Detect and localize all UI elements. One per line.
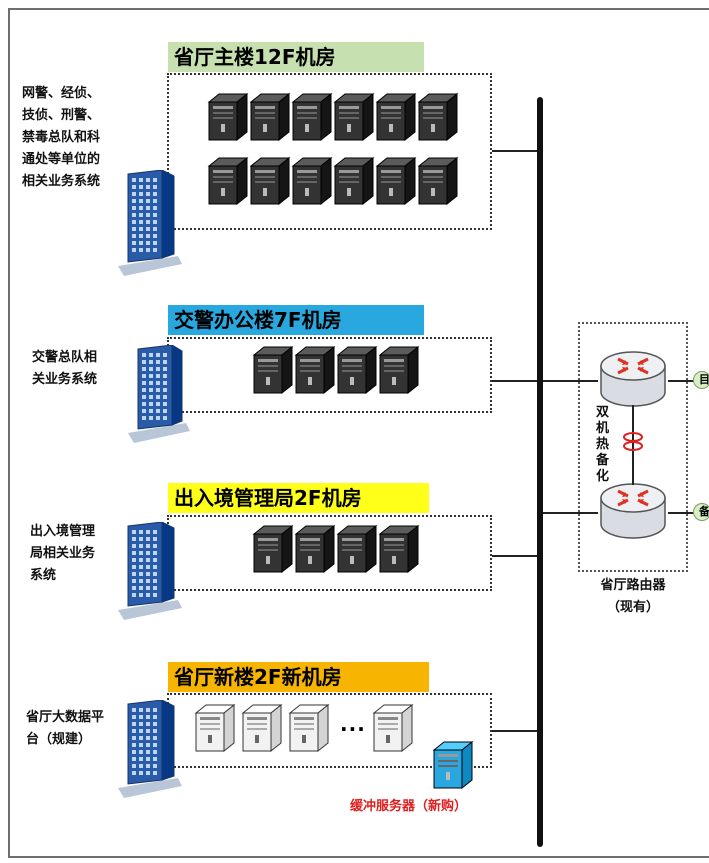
- vlabel-char: 化: [596, 469, 610, 484]
- link-newbuilding: [492, 730, 538, 732]
- desc-line: 通处等单位的: [22, 152, 101, 167]
- building-icon: [118, 700, 182, 798]
- backbone-bus: [537, 97, 543, 847]
- building-icon: [118, 170, 182, 276]
- server-icon: [294, 524, 336, 574]
- vlabel-char: 机: [596, 421, 610, 436]
- desc-line: 网警、经侦、: [22, 86, 101, 101]
- diagram-frame: [8, 8, 709, 858]
- vlabel-char: 热: [596, 437, 610, 452]
- link-main: [492, 150, 538, 152]
- server-icon: [207, 156, 249, 206]
- standby-link-icon: [623, 405, 643, 485]
- server-icon: [375, 92, 417, 142]
- building-icon: [118, 522, 182, 620]
- room-description-traffic: 交警总队相 关业务系统: [32, 347, 97, 391]
- router-icon: [600, 351, 666, 407]
- link-traffic: [492, 380, 538, 382]
- router-caption-line2: （现有）: [606, 600, 659, 615]
- room-box-main: [167, 73, 492, 230]
- link-edge-bottom: [668, 512, 694, 514]
- desc-line: 禁毒总队和科: [22, 130, 101, 145]
- server-icon: [333, 92, 375, 142]
- desc-line: 出入境管理: [30, 524, 96, 539]
- desc-line: 系统: [30, 568, 57, 583]
- room-description-main: 网警、经侦、 技侦、刑警、 禁毒总队和科 通处等单位的 相关业务系统: [22, 83, 100, 193]
- building-icon: [128, 345, 190, 443]
- server-icon: [252, 524, 294, 574]
- desc-line: 台（规建）: [26, 732, 92, 747]
- desc-line: 技侦、刑警、: [22, 108, 101, 123]
- more-servers-ellipsis: ···: [340, 717, 366, 741]
- buffer-server-icon: [432, 740, 474, 790]
- server-icon: [249, 92, 291, 142]
- server-icon: [241, 703, 283, 753]
- link-immigration: [492, 555, 538, 557]
- server-icon: [252, 345, 294, 395]
- router-group-box: [578, 322, 688, 572]
- room-description-immigration: 出入境管理 局相关业务 系统: [30, 521, 95, 587]
- server-icon: [291, 92, 333, 142]
- link-edge-top: [668, 380, 694, 382]
- router-icon: [600, 483, 666, 539]
- server-icon: [372, 703, 414, 753]
- link-router-bottom: [543, 512, 598, 514]
- room-title-traffic: 交警办公楼7F机房: [168, 305, 424, 335]
- server-icon: [294, 345, 336, 395]
- desc-line: 省厅大数据平: [26, 710, 105, 725]
- room-description-newbuilding: 省厅大数据平 台（规建）: [26, 707, 104, 751]
- vlabel-char: 备: [596, 453, 610, 468]
- link-router-top: [543, 380, 598, 382]
- desc-line: 关业务系统: [32, 372, 98, 387]
- server-icon: [378, 345, 420, 395]
- server-icon: [207, 92, 249, 142]
- router-caption: 省厅路由器 （现有）: [578, 575, 688, 619]
- hot-standby-label: 双 机 热 备 化: [596, 405, 609, 485]
- room-title-newbuilding: 省厅新楼2F新机房: [168, 662, 429, 692]
- buffer-server-label: 缓冲服务器（新购）: [350, 799, 468, 814]
- server-icon: [336, 345, 378, 395]
- server-icon: [417, 156, 459, 206]
- server-icon: [288, 703, 330, 753]
- desc-line: 交警总队相: [32, 350, 98, 365]
- server-icon: [375, 156, 417, 206]
- router-caption-line1: 省厅路由器: [600, 578, 666, 593]
- room-title-main: 省厅主楼12F机房: [168, 42, 424, 72]
- desc-line: 局相关业务: [30, 546, 96, 561]
- server-icon: [378, 524, 420, 574]
- server-icon: [333, 156, 375, 206]
- server-icon: [194, 703, 236, 753]
- edge-tag-top: 目: [693, 371, 709, 389]
- desc-line: 相关业务系统: [22, 174, 101, 189]
- vlabel-char: 双: [596, 405, 610, 420]
- server-icon: [336, 524, 378, 574]
- server-icon: [291, 156, 333, 206]
- edge-tag-bottom: 备: [693, 503, 709, 521]
- server-icon: [417, 92, 459, 142]
- room-title-immigration: 出入境管理局2F机房: [168, 483, 429, 513]
- server-icon: [249, 156, 291, 206]
